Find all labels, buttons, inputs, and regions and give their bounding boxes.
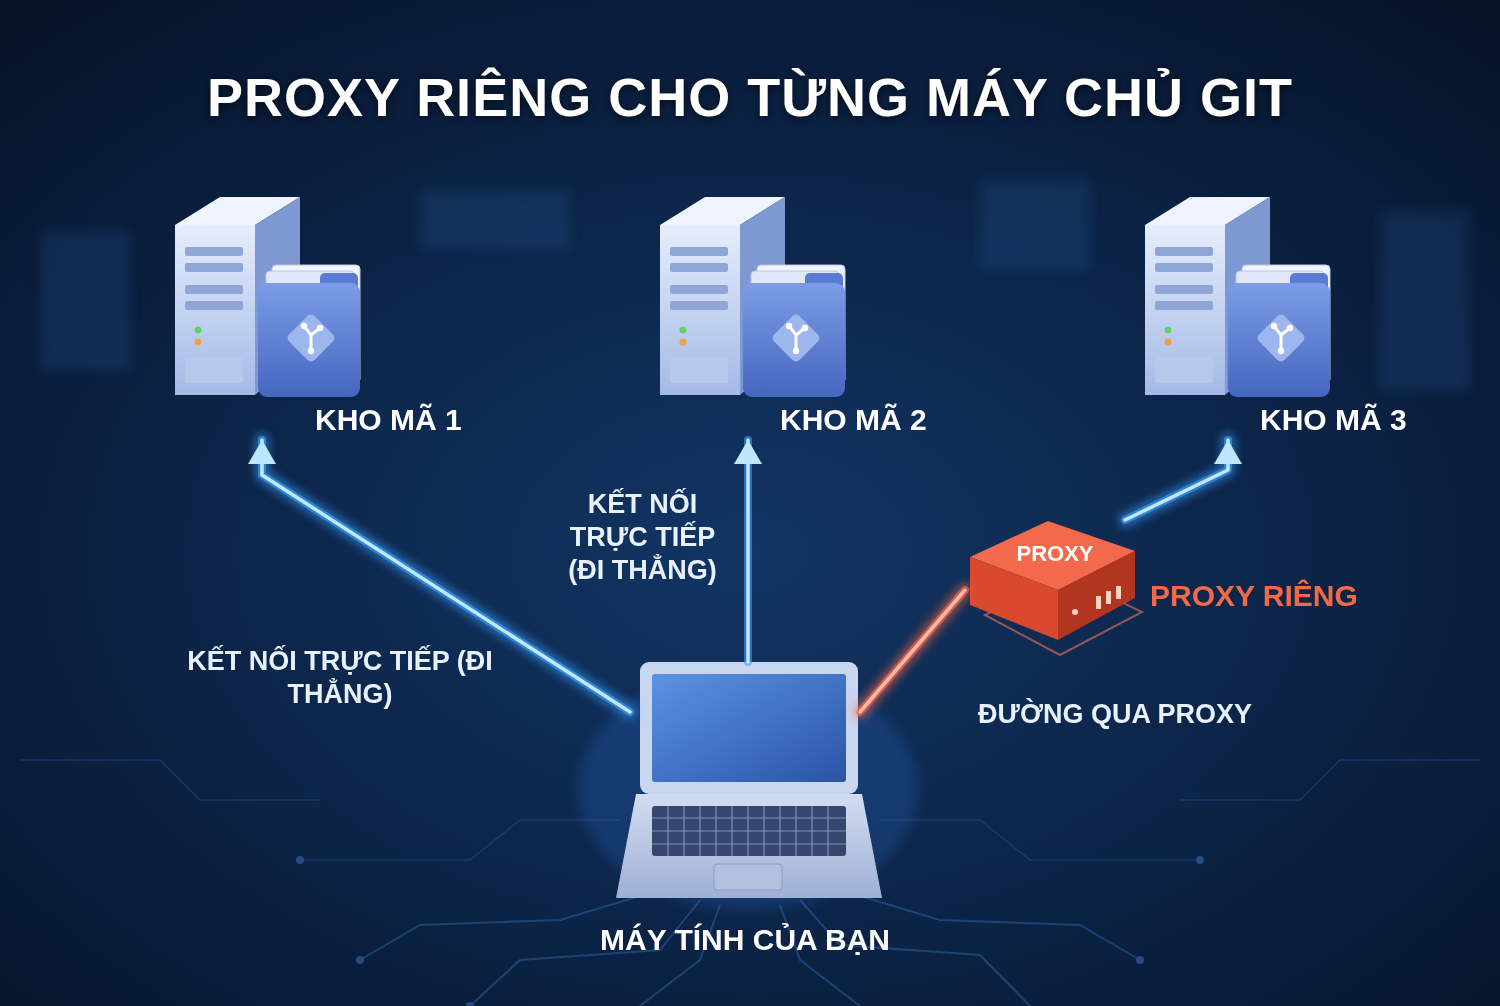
trace-dot [356, 956, 364, 964]
proxy-led [1072, 609, 1078, 615]
edge-label: KẾT NỐI TRỰC TIẾP (ĐI THẲNG) [185, 645, 495, 711]
connector-line [860, 590, 965, 712]
trace-dot [296, 856, 304, 864]
trace-dot [466, 1002, 474, 1006]
laptop-keyboard [652, 806, 846, 856]
light [1380, 210, 1470, 390]
laptop-node: MÁY TÍNH CỦA BẠN [630, 662, 860, 900]
proxy-node: PROXY PROXY RIÊNG [965, 520, 1390, 645]
trace-dot [1196, 856, 1204, 864]
connector-arrow [860, 590, 965, 712]
laptop-screen [652, 674, 846, 782]
connector-glow [1125, 440, 1228, 520]
proxy-slot [1106, 591, 1111, 604]
server-icon [175, 197, 360, 397]
circuit-traces [20, 760, 1480, 1006]
light [980, 180, 1090, 270]
light [420, 190, 570, 250]
server-icon [1145, 197, 1330, 397]
node-label: KHO MÃ 3 [1260, 402, 1407, 438]
light [40, 230, 130, 370]
connector-arrow [734, 440, 762, 662]
arrow-head [1214, 440, 1242, 464]
node-label: PROXY RIÊNG [1150, 578, 1358, 614]
repo-server: KHO MÃ 2 [650, 180, 950, 440]
connector-core [1125, 440, 1228, 520]
repo-server: KHO MÃ 3 [1135, 180, 1435, 440]
repo-server: KHO MÃ 1 [165, 180, 480, 440]
connector-core [860, 590, 965, 712]
connector-glow [860, 590, 965, 712]
server-icon [660, 197, 845, 397]
connector-line [744, 440, 752, 662]
trace-dot [1136, 956, 1144, 964]
laptop-base [616, 794, 882, 898]
connector-core [746, 440, 750, 662]
laptop-bezel [640, 662, 858, 794]
node-label: MÁY TÍNH CỦA BẠN [555, 922, 935, 958]
connector-arrow [1125, 440, 1242, 520]
connector-line [1125, 440, 1228, 520]
arrow-head [734, 440, 762, 464]
node-label: KHO MÃ 1 [315, 402, 462, 438]
proxy-box [970, 521, 1142, 655]
node-label: PROXY [1010, 541, 1100, 567]
proxy-left [970, 557, 1058, 640]
node-label: KHO MÃ 2 [780, 402, 927, 438]
connector-glow [741, 440, 755, 662]
laptop-keys [652, 806, 846, 856]
proxy-slot [1096, 596, 1101, 609]
edge-label: ĐƯỜNG QUA PROXY [950, 698, 1280, 731]
edge-label: KẾT NỐI TRỰC TIẾP (ĐI THẲNG) [550, 488, 735, 587]
proxy-slot [1116, 586, 1121, 599]
arrow-head [248, 440, 276, 464]
laptop-touchpad [714, 864, 782, 890]
diagram-title: PROXY RIÊNG CHO TỪNG MÁY CHỦ GIT [0, 66, 1500, 128]
